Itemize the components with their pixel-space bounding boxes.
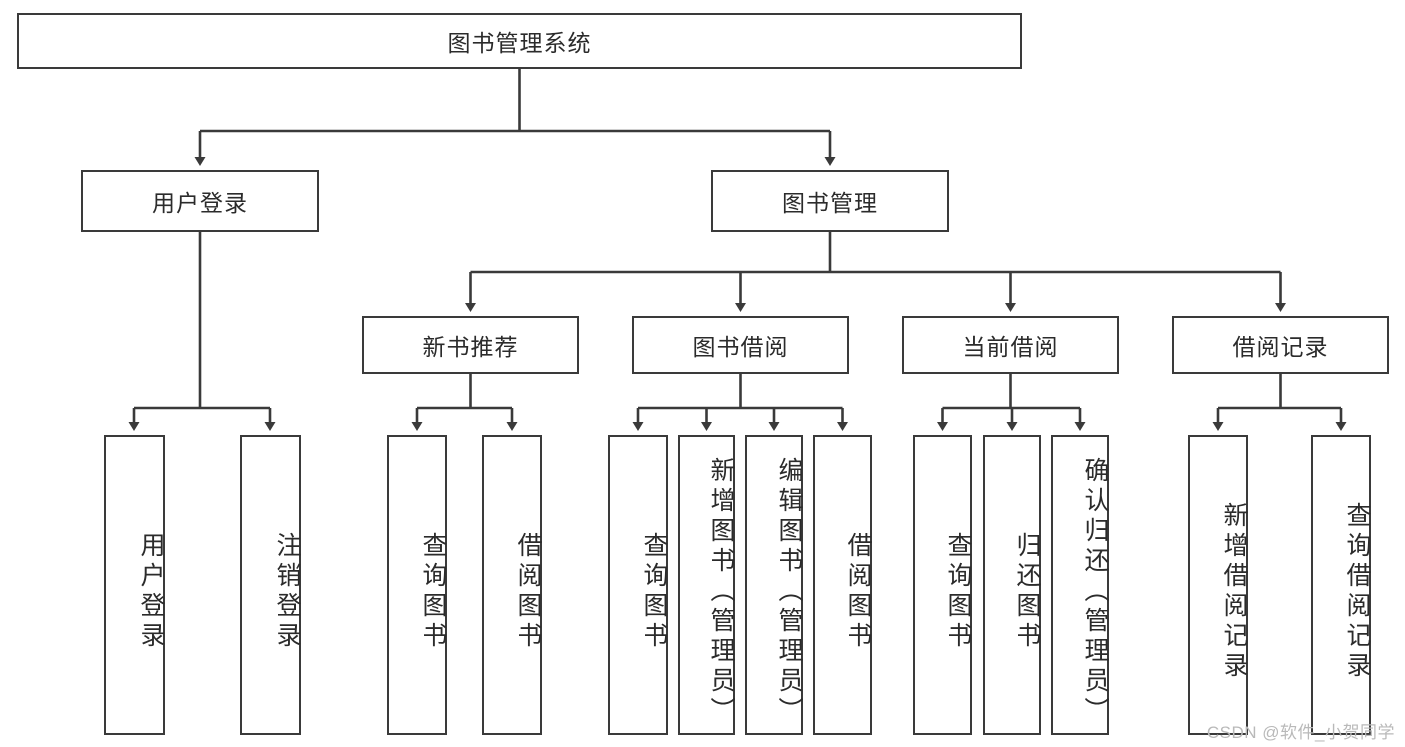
- node-root-label: 图书管理系统: [447, 30, 592, 56]
- node-leaf-2[interactable]: 查询图书: [387, 435, 447, 735]
- node-level2-0-label: 用户登录: [152, 190, 248, 216]
- node-leaf-10-label: 确认归还（管理员）: [1081, 457, 1109, 727]
- node-leaf-3[interactable]: 借阅图书: [482, 435, 542, 735]
- node-leaf-8-label: 查询图书: [944, 532, 972, 652]
- node-level3-0-label: 新书推荐: [422, 334, 519, 360]
- node-leaf-1-label: 注销登录: [273, 532, 301, 652]
- node-leaf-4[interactable]: 查询图书: [608, 435, 668, 735]
- node-leaf-9[interactable]: 归还图书: [983, 435, 1041, 735]
- node-leaf-10[interactable]: 确认归还（管理员）: [1051, 435, 1109, 735]
- node-level3-2-label: 当前借阅: [962, 334, 1059, 360]
- node-leaf-0[interactable]: 用户登录: [104, 435, 165, 735]
- node-leaf-7-label: 借阅图书: [844, 532, 872, 652]
- node-leaf-4-label: 查询图书: [640, 532, 668, 652]
- node-leaf-3-label: 借阅图书: [514, 532, 542, 652]
- node-level3-1[interactable]: 图书借阅: [632, 316, 849, 374]
- node-leaf-1[interactable]: 注销登录: [240, 435, 301, 735]
- node-level2-0[interactable]: 用户登录: [81, 170, 319, 232]
- node-root[interactable]: 图书管理系统: [17, 13, 1022, 69]
- node-leaf-5-label: 新增图书（管理员）: [707, 457, 735, 727]
- node-leaf-6[interactable]: 编辑图书（管理员）: [745, 435, 803, 735]
- node-leaf-2-label: 查询图书: [419, 532, 447, 652]
- node-level3-1-label: 图书借阅: [692, 334, 789, 360]
- node-leaf-6-label: 编辑图书（管理员）: [775, 457, 803, 727]
- node-leaf-12-label: 查询借阅记录: [1343, 502, 1371, 682]
- node-leaf-9-label: 归还图书: [1013, 532, 1041, 652]
- node-leaf-11[interactable]: 新增借阅记录: [1188, 435, 1248, 735]
- node-leaf-11-label: 新增借阅记录: [1220, 502, 1248, 682]
- node-leaf-5[interactable]: 新增图书（管理员）: [678, 435, 735, 735]
- node-level3-3-label: 借阅记录: [1232, 334, 1329, 360]
- node-leaf-12[interactable]: 查询借阅记录: [1311, 435, 1371, 735]
- node-leaf-7[interactable]: 借阅图书: [813, 435, 872, 735]
- node-level3-3[interactable]: 借阅记录: [1172, 316, 1389, 374]
- node-leaf-8[interactable]: 查询图书: [913, 435, 972, 735]
- node-level2-1[interactable]: 图书管理: [711, 170, 949, 232]
- csdn-watermark: CSDN @软件_小贺同学: [1206, 723, 1395, 742]
- node-level3-2[interactable]: 当前借阅: [902, 316, 1119, 374]
- node-leaf-0-label: 用户登录: [137, 532, 165, 652]
- node-level2-1-label: 图书管理: [782, 190, 878, 216]
- node-level3-0[interactable]: 新书推荐: [362, 316, 579, 374]
